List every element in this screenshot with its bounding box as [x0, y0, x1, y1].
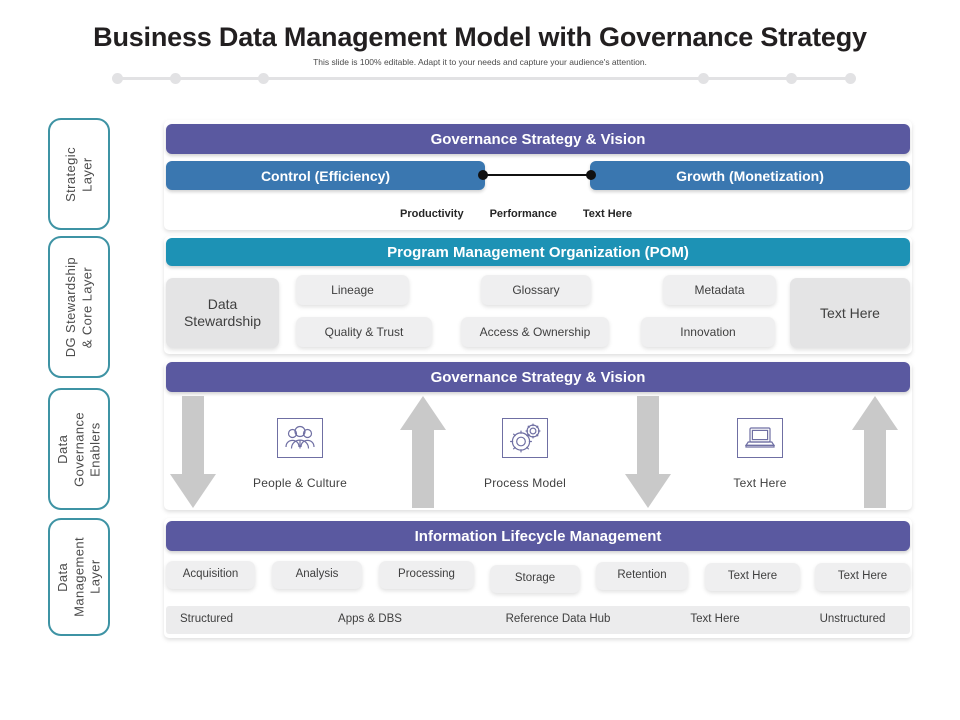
stage-text-here-1[interactable]: Text Here	[705, 563, 800, 591]
governance-strategy-vision-bar-enablers[interactable]: Governance Strategy & Vision	[166, 362, 910, 392]
enabler-label: People & Culture	[253, 476, 347, 490]
source-text-here[interactable]: Text Here	[690, 613, 740, 626]
sidebar-item-label: Data Management Layer	[54, 537, 103, 617]
strategic-metrics: Productivity Performance Text Here	[400, 208, 632, 220]
sidebar-item-strategic-layer[interactable]: Strategic Layer	[48, 118, 110, 230]
information-lifecycle-management-bar[interactable]: Information Lifecycle Management	[166, 521, 910, 551]
stage-storage[interactable]: Storage	[490, 565, 580, 593]
dot-line-dot	[170, 73, 181, 84]
arrow-up-2	[852, 396, 898, 508]
arrow-down-1	[170, 396, 216, 508]
source-reference-data-hub[interactable]: Reference Data Hub	[505, 613, 611, 626]
dot-line-dot	[786, 73, 797, 84]
sidebar-item-label: Data Governance Enablers	[54, 411, 103, 487]
metric-performance: Performance	[489, 208, 557, 220]
metric-productivity: Productivity	[400, 208, 464, 220]
dot-line-dot	[698, 73, 709, 84]
page-subtitle: This slide is 100% editable. Adapt it to…	[313, 57, 647, 67]
people-icon	[277, 418, 323, 458]
pillar-connector-line	[484, 174, 592, 176]
pillar-connector-dot-left	[478, 170, 488, 180]
arrow-up-1	[400, 396, 446, 508]
sidebar-item-label: DG Stewardship & Core Layer	[62, 256, 94, 358]
page-title: Business Data Management Model with Gove…	[93, 22, 867, 52]
enabler-text-here[interactable]: Text Here	[700, 418, 820, 490]
stage-analysis[interactable]: Analysis	[272, 561, 362, 589]
program-management-organization-bar[interactable]: Program Management Organization (POM)	[166, 238, 910, 266]
dot-line-dot	[845, 73, 856, 84]
stage-retention[interactable]: Retention	[596, 562, 688, 590]
card-text-here-stewardship[interactable]: Text Here	[790, 278, 910, 348]
arrow-down-2	[625, 396, 671, 508]
sidebar-item-dg-stewardship-core-layer[interactable]: DG Stewardship & Core Layer	[48, 236, 110, 378]
enabler-label: Text Here	[733, 476, 787, 490]
metric-text-here: Text Here	[582, 208, 633, 220]
governance-strategy-vision-bar-top[interactable]: Governance Strategy & Vision	[166, 124, 910, 154]
source-structured[interactable]: Structured	[166, 606, 910, 634]
card-quality-and-trust[interactable]: Quality & Trust	[296, 317, 432, 347]
source-unstructured[interactable]: Unstructured	[819, 613, 886, 626]
enabler-process-model[interactable]: Process Model	[465, 418, 585, 490]
laptop-icon	[737, 418, 783, 458]
card-data-stewardship[interactable]: Data Stewardship	[166, 278, 279, 348]
card-metadata[interactable]: Metadata	[663, 275, 776, 305]
dot-line-dot	[112, 73, 123, 84]
stage-text-here-2[interactable]: Text Here	[815, 563, 910, 591]
card-innovation[interactable]: Innovation	[641, 317, 775, 347]
enabler-label: Process Model	[484, 476, 566, 490]
gears-icon	[502, 418, 548, 458]
card-glossary[interactable]: Glossary	[481, 275, 591, 305]
enabler-people-culture[interactable]: People & Culture	[240, 418, 360, 490]
sidebar-item-data-governance-enablers[interactable]: Data Governance Enablers	[48, 388, 110, 510]
sidebar-item-data-management-layer[interactable]: Data Management Layer	[48, 518, 110, 636]
stage-acquisition[interactable]: Acquisition	[166, 561, 255, 589]
source-apps-dbs[interactable]: Apps & DBS	[338, 613, 402, 626]
growth-monetization-pillar[interactable]: Growth (Monetization)	[590, 161, 910, 190]
card-access-and-ownership[interactable]: Access & Ownership	[461, 317, 609, 347]
decorative-dot-line	[112, 70, 856, 86]
pillar-connector-dot-right	[586, 170, 596, 180]
stage-processing[interactable]: Processing	[379, 561, 474, 589]
sidebar-item-label: Strategic Layer	[62, 146, 94, 202]
dot-line-bar	[120, 77, 848, 80]
card-lineage[interactable]: Lineage	[296, 275, 409, 305]
control-efficiency-pillar[interactable]: Control (Efficiency)	[166, 161, 485, 190]
dot-line-dot	[258, 73, 269, 84]
